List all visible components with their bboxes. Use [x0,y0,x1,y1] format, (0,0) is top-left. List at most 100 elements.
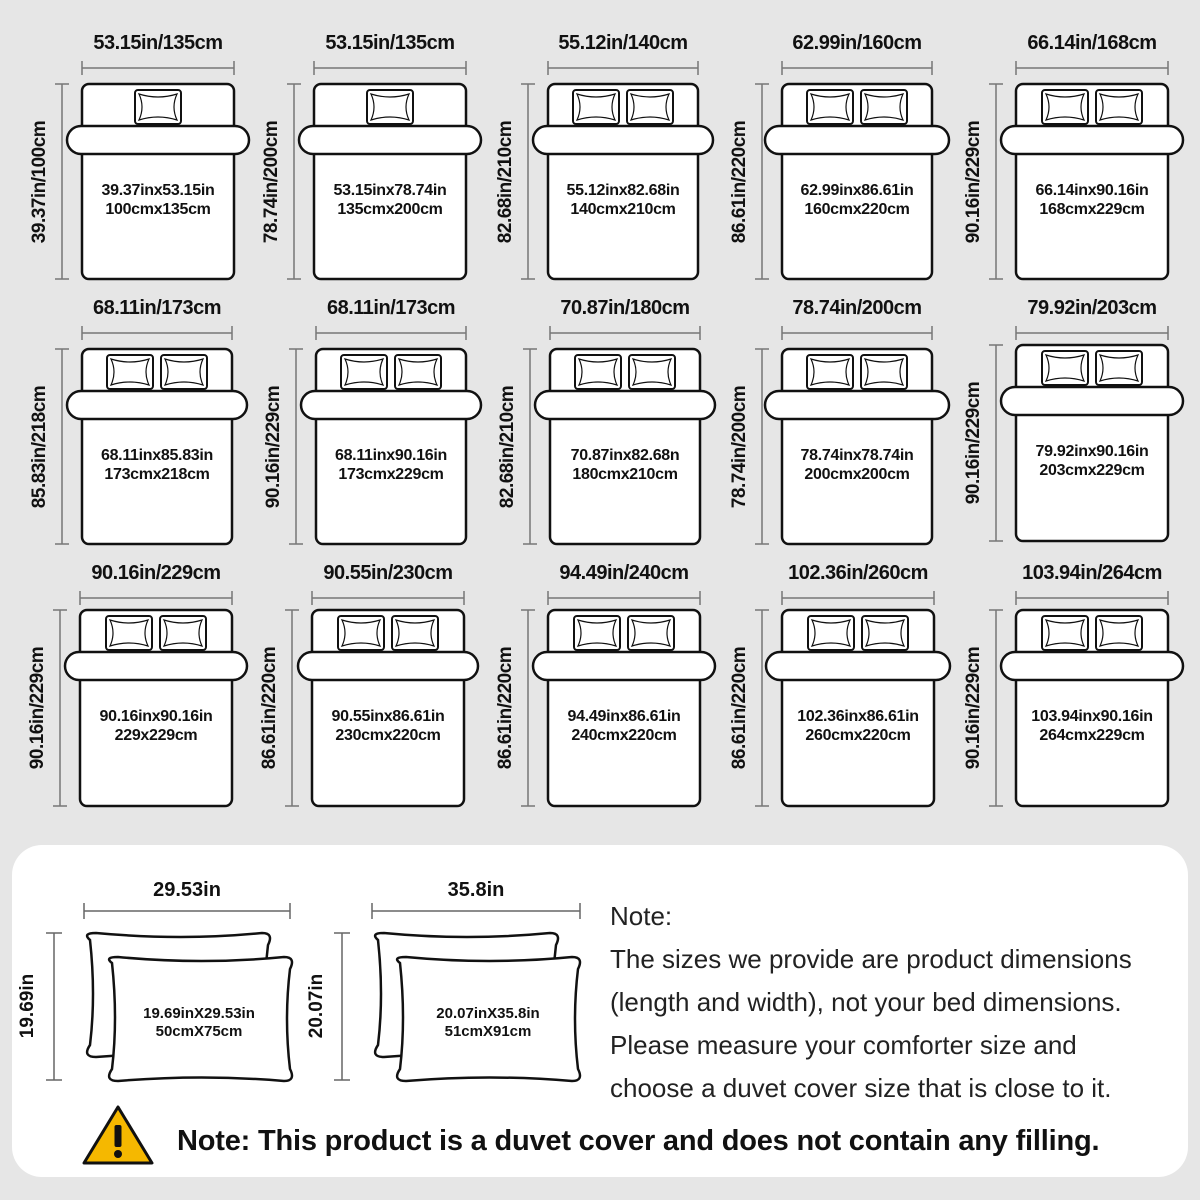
bed-diagram [55,61,251,281]
bed-size-in: 94.49inx86.61in [567,708,681,725]
pillow-fold [576,619,618,647]
pillow-icon [394,354,442,390]
note-line-4: choose a duvet cover size that is close … [610,1073,1112,1103]
bed-size-in: 78.74inx78.74in [800,446,914,464]
pillow-fold [629,93,671,121]
pillow-fold [109,358,151,386]
pillow-icon [1041,615,1089,651]
bed-diagram [989,61,1185,281]
bed-width-label: 90.16in/229cm [91,562,221,584]
duvet-fold-band [999,385,1185,417]
pillow-fold [577,358,619,386]
bed-width-label: 94.49in/240cm [559,562,689,584]
warning-triangle-icon [82,1105,154,1165]
pillow-fold [863,93,905,121]
pillowcase-2-size-text: 20.07inX35.8in 51cmX91cm [436,1005,539,1041]
pillow-icon [806,354,854,390]
pillowcase-diagrams [46,903,582,1165]
bed-size-text: 79.92inx90.16in 203cmx229cm [1036,442,1149,480]
duvet-fold-band [999,650,1185,682]
bed-size-cm: 135cmx200cm [337,200,443,218]
pillow-icon [860,354,908,390]
bed-size-in: 53.15inx78.74in [333,181,447,199]
bed-height-label: 86.61in/220cm [729,646,750,770]
pillow-icon [134,89,182,125]
bed-diagram [755,591,952,808]
bed-width-label: 78.74in/200cm [792,297,922,319]
duvet-fold-band [763,124,951,156]
bed-diagram [989,591,1185,808]
pillow-icon [573,615,621,651]
bed-size-card: 70.87in/180cm 82.68in/210cm 70.87inx82.68n… [468,297,717,572]
bed-diagram [755,326,951,546]
bed-size-in: 79.92inx90.16in [1035,443,1149,460]
pillow-fold [631,358,673,386]
pillow-fold [810,619,852,647]
bed-size-cm: 240cmx220cm [571,727,677,744]
duvet-fold-band [299,389,483,421]
bed-size-in: 102.36inx86.61in [797,708,919,725]
pillowcase-2-size-cm: 51cmX91cm [444,1023,532,1040]
note-line-3: Please measure your comforter size and [610,1030,1077,1060]
bed-height-label: 90.16in/229cm [963,120,984,243]
pillow-icon [861,615,909,651]
bed-size-in: 68.11inx90.16in [334,446,448,464]
pillow-icon [628,354,676,390]
pillowcase-2-diagram [334,903,582,1083]
duvet-fold-band [65,389,249,421]
pillow-icon [337,615,385,651]
bed-diagram [287,61,483,281]
pillow-icon [1041,89,1089,125]
bed-diagram [523,326,717,546]
pillowcase-note-panel: 29.53in 19.69in 19.69inX29.53in 50cmX75c… [12,845,1188,1177]
pillow-fold [1044,619,1086,647]
pillow-icon [572,89,620,125]
bed-width-label: 53.15in/135cm [93,32,223,54]
pillow-fold [137,93,179,121]
bed-size-cm: 260cmx220cm [805,727,911,744]
bed-width-label: 68.11in/173cm [326,297,456,319]
pillowcase-1-size-in: 19.69inX29.53in [143,1005,255,1022]
bed-diagram [285,591,480,808]
pillow-fold [340,619,382,647]
duvet-fold-band [297,124,483,156]
pillow-icon [1095,615,1143,651]
bed-width-label: 103.94in/264cm [1022,562,1162,584]
pillow-fold [369,93,411,121]
pillowcase-1-size-text: 19.69inX29.53in 50cmX75cm [143,1005,255,1041]
bed-diagram [55,326,249,546]
duvet-fold-band [65,124,251,156]
bed-width-label: 62.99in/160cm [792,32,922,54]
pillow-icon [106,354,154,390]
pillow-fold [343,358,385,386]
bed-size-in: 103.94inx90.16in [1031,708,1153,725]
note-line-2: (length and width), not your bed dimensi… [610,987,1122,1017]
bed-size-cm: 160cmx220cm [804,200,910,218]
pillow-fold [397,358,439,386]
bed-size-cm: 203cmx229cm [1039,462,1145,479]
duvet-fold-band [533,389,717,421]
size-note: Note: The sizes we provide are product d… [610,895,1180,1110]
bed-width-label: 70.87in/180cm [560,297,690,319]
bed-size-card: 68.11in/173cm 90.16in/229cm 68.11inx90.16i… [234,297,483,572]
bed-height-label: 39.37in/100cm [29,120,50,243]
pillowcase-1-diagram [46,903,294,1083]
bed-height-label: 90.16in/229cm [263,385,284,508]
pillow-fold [1098,93,1140,121]
bed-height-label: 82.68in/210cm [497,385,518,508]
duvet-fold-band [531,124,715,156]
